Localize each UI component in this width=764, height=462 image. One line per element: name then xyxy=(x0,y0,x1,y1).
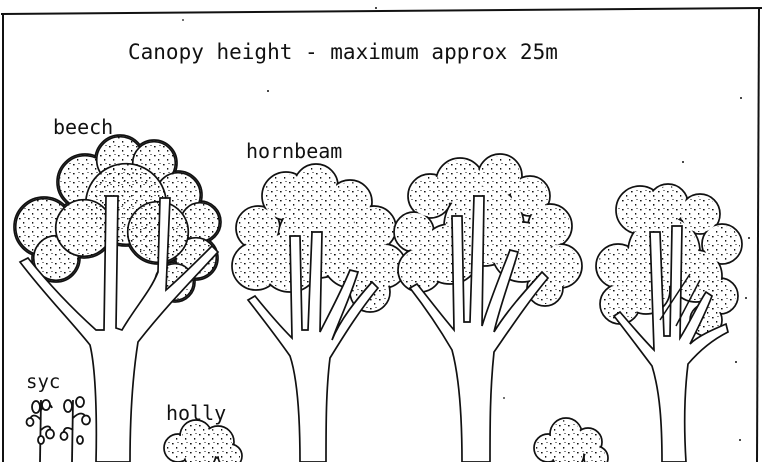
sycamore-label: syc xyxy=(26,373,60,392)
beech-label: beech xyxy=(53,117,113,137)
hornbeam-tree-3 xyxy=(596,184,742,462)
diagram-title: Canopy height - maximum approx 25m xyxy=(128,42,558,63)
frame-top-border xyxy=(1,8,762,14)
holly-shrub-right xyxy=(534,418,608,462)
hornbeam-tree-2 xyxy=(394,154,582,462)
hornbeam-label: hornbeam xyxy=(246,141,342,161)
sycamore-saplings xyxy=(27,397,91,462)
frame-right-border xyxy=(757,8,759,462)
hornbeam-tree-1 xyxy=(232,164,406,462)
holly-label: holly xyxy=(166,403,226,423)
holly-shrub-left xyxy=(164,420,242,462)
